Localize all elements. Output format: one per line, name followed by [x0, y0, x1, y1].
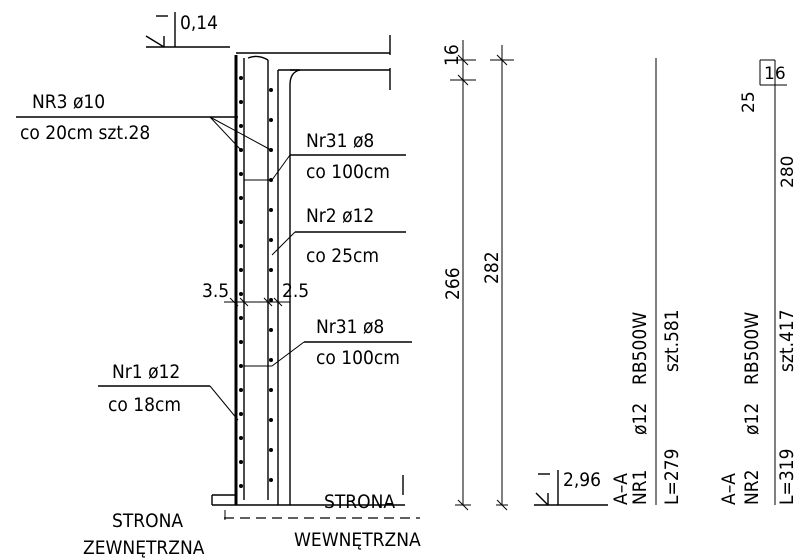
bar-nr2-steel: RB500W	[741, 312, 763, 385]
bar-nr1-qty: szt.581	[661, 309, 683, 372]
callout-nr31-top-line2: co 100cm	[306, 161, 390, 183]
rebar-dot	[239, 124, 243, 128]
rebar-dot	[269, 238, 273, 242]
rebar-dot	[269, 418, 273, 422]
dimension-282-label: 282	[481, 251, 503, 284]
bar-schedule-nr1: A–A NR1 ø12 RB500W L=279 szt.581	[610, 58, 683, 505]
callout-nr3-line2: co 20cm szt.28	[20, 122, 150, 144]
cover-right-label: 2.5	[282, 280, 309, 302]
callout-nr2-line1: Nr2 ø12	[306, 205, 374, 227]
rebar-dot	[239, 484, 243, 488]
callout-nr31-bottom-line1: Nr31 ø8	[316, 316, 384, 338]
rebar-dot	[269, 298, 273, 302]
callout-nr1-line1: Nr1 ø12	[112, 361, 180, 383]
level-top-label: 0,14	[180, 12, 218, 34]
rebar-dot	[269, 208, 273, 212]
rebar-dot	[239, 388, 243, 392]
rebar-dot	[239, 292, 243, 296]
dimension-266: 266	[442, 80, 471, 511]
callout-nr31-top: Nr31 ø8 co 100cm	[244, 130, 406, 183]
cover-dimension: 3.5 2.5	[202, 280, 309, 307]
level-marker-bottom: 2,96	[534, 469, 608, 506]
bar-nr2-leg-top: 16	[764, 64, 786, 84]
bar-nr1-steel: RB500W	[629, 312, 651, 385]
side-labels: STRONA ZEWNĘTRZNA STRONA WEWNĘTRZNA	[83, 491, 421, 559]
rebar-dot	[269, 448, 273, 452]
rebar-dot	[239, 340, 243, 344]
callout-nr31-bottom: Nr31 ø8 co 100cm	[244, 316, 412, 369]
wall-section	[211, 35, 420, 520]
rebar-dot	[269, 328, 273, 332]
rebar-dot	[239, 460, 243, 464]
bar-nr2-leg-side: 25	[739, 91, 759, 113]
level-bottom-label: 2,96	[563, 469, 601, 491]
callout-nr3: NR3 ø10 co 20cm szt.28	[16, 91, 272, 151]
callout-nr2: Nr2 ø12 co 25cm	[271, 205, 406, 267]
rebar-dot	[269, 118, 273, 122]
callout-nr31-top-line1: Nr31 ø8	[306, 130, 374, 152]
level-marker-top: 0,14	[145, 12, 230, 48]
bar-nr2-section: A–A	[718, 473, 740, 505]
bar-nr1-length: L=279	[661, 449, 683, 505]
rebar-dot	[269, 358, 273, 362]
outer-side-label-1: STRONA	[112, 510, 183, 532]
rebar-dot	[269, 268, 273, 272]
rebar-dot	[239, 412, 243, 416]
bar-schedule-nr2: 16 25 280 A–A NR2 ø12 RB500W L=319 szt.4…	[718, 59, 798, 505]
callout-nr1: Nr1 ø12 co 18cm	[98, 361, 239, 421]
bar-nr2-name: NR2	[741, 469, 763, 505]
rebar-dot	[239, 436, 243, 440]
outer-side-label-2: ZEWNĘTRZNA	[83, 537, 205, 559]
rebar-dot	[239, 268, 243, 272]
bar-nr2-qty: szt.417	[776, 309, 798, 372]
rebar-dot	[239, 244, 243, 248]
bar-nr2-dia: ø12	[741, 403, 763, 435]
rebar-dot	[239, 76, 243, 80]
callout-nr31-bottom-line2: co 100cm	[316, 347, 400, 369]
inner-side-label-2: WEWNĘTRZNA	[294, 529, 421, 551]
rebar-dot	[269, 478, 273, 482]
dimension-16: 16	[441, 40, 476, 86]
rebar-dot	[239, 316, 243, 320]
dimension-282: 282	[481, 45, 514, 511]
callout-nr1-line2: co 18cm	[108, 394, 181, 416]
inner-side-label-1: STRONA	[324, 491, 395, 513]
dimension-16-label: 16	[441, 44, 463, 66]
rebar-dot	[239, 220, 243, 224]
rebar-dot	[269, 88, 273, 92]
cover-left-label: 3.5	[202, 280, 229, 302]
bar-nr2-leg-main: 280	[778, 156, 798, 188]
callout-nr2-line2: co 25cm	[306, 245, 379, 267]
bar-nr1-dia: ø12	[629, 403, 651, 435]
rebar-dot	[239, 172, 243, 176]
bar-nr1-name: NR1	[629, 469, 651, 505]
bar-nr2-length: L=319	[776, 449, 798, 505]
callout-nr3-line1: NR3 ø10	[32, 91, 105, 113]
rebar-dot	[239, 364, 243, 368]
bar-nr1-section: A–A	[610, 473, 632, 505]
rebar-dot	[239, 196, 243, 200]
dimension-266-label: 266	[442, 267, 464, 300]
rebar-dot	[239, 100, 243, 104]
rebar-dot	[269, 388, 273, 392]
